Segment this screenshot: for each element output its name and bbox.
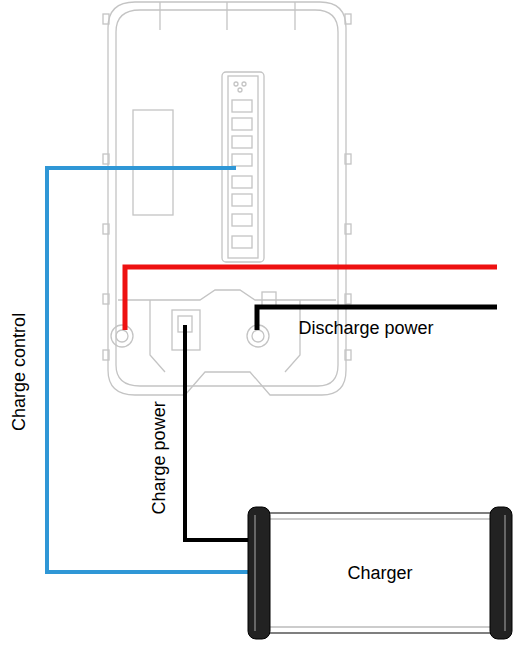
charger-label: Charger: [347, 563, 412, 584]
charge-control-wire: [47, 168, 250, 572]
charge-power-label: Charge power: [150, 401, 170, 514]
discharge-power-label: Discharge power: [298, 319, 433, 339]
charge-control-label: Charge control: [10, 313, 30, 431]
charger-box: Charger: [246, 505, 514, 641]
charge-power-wire: [185, 325, 250, 540]
